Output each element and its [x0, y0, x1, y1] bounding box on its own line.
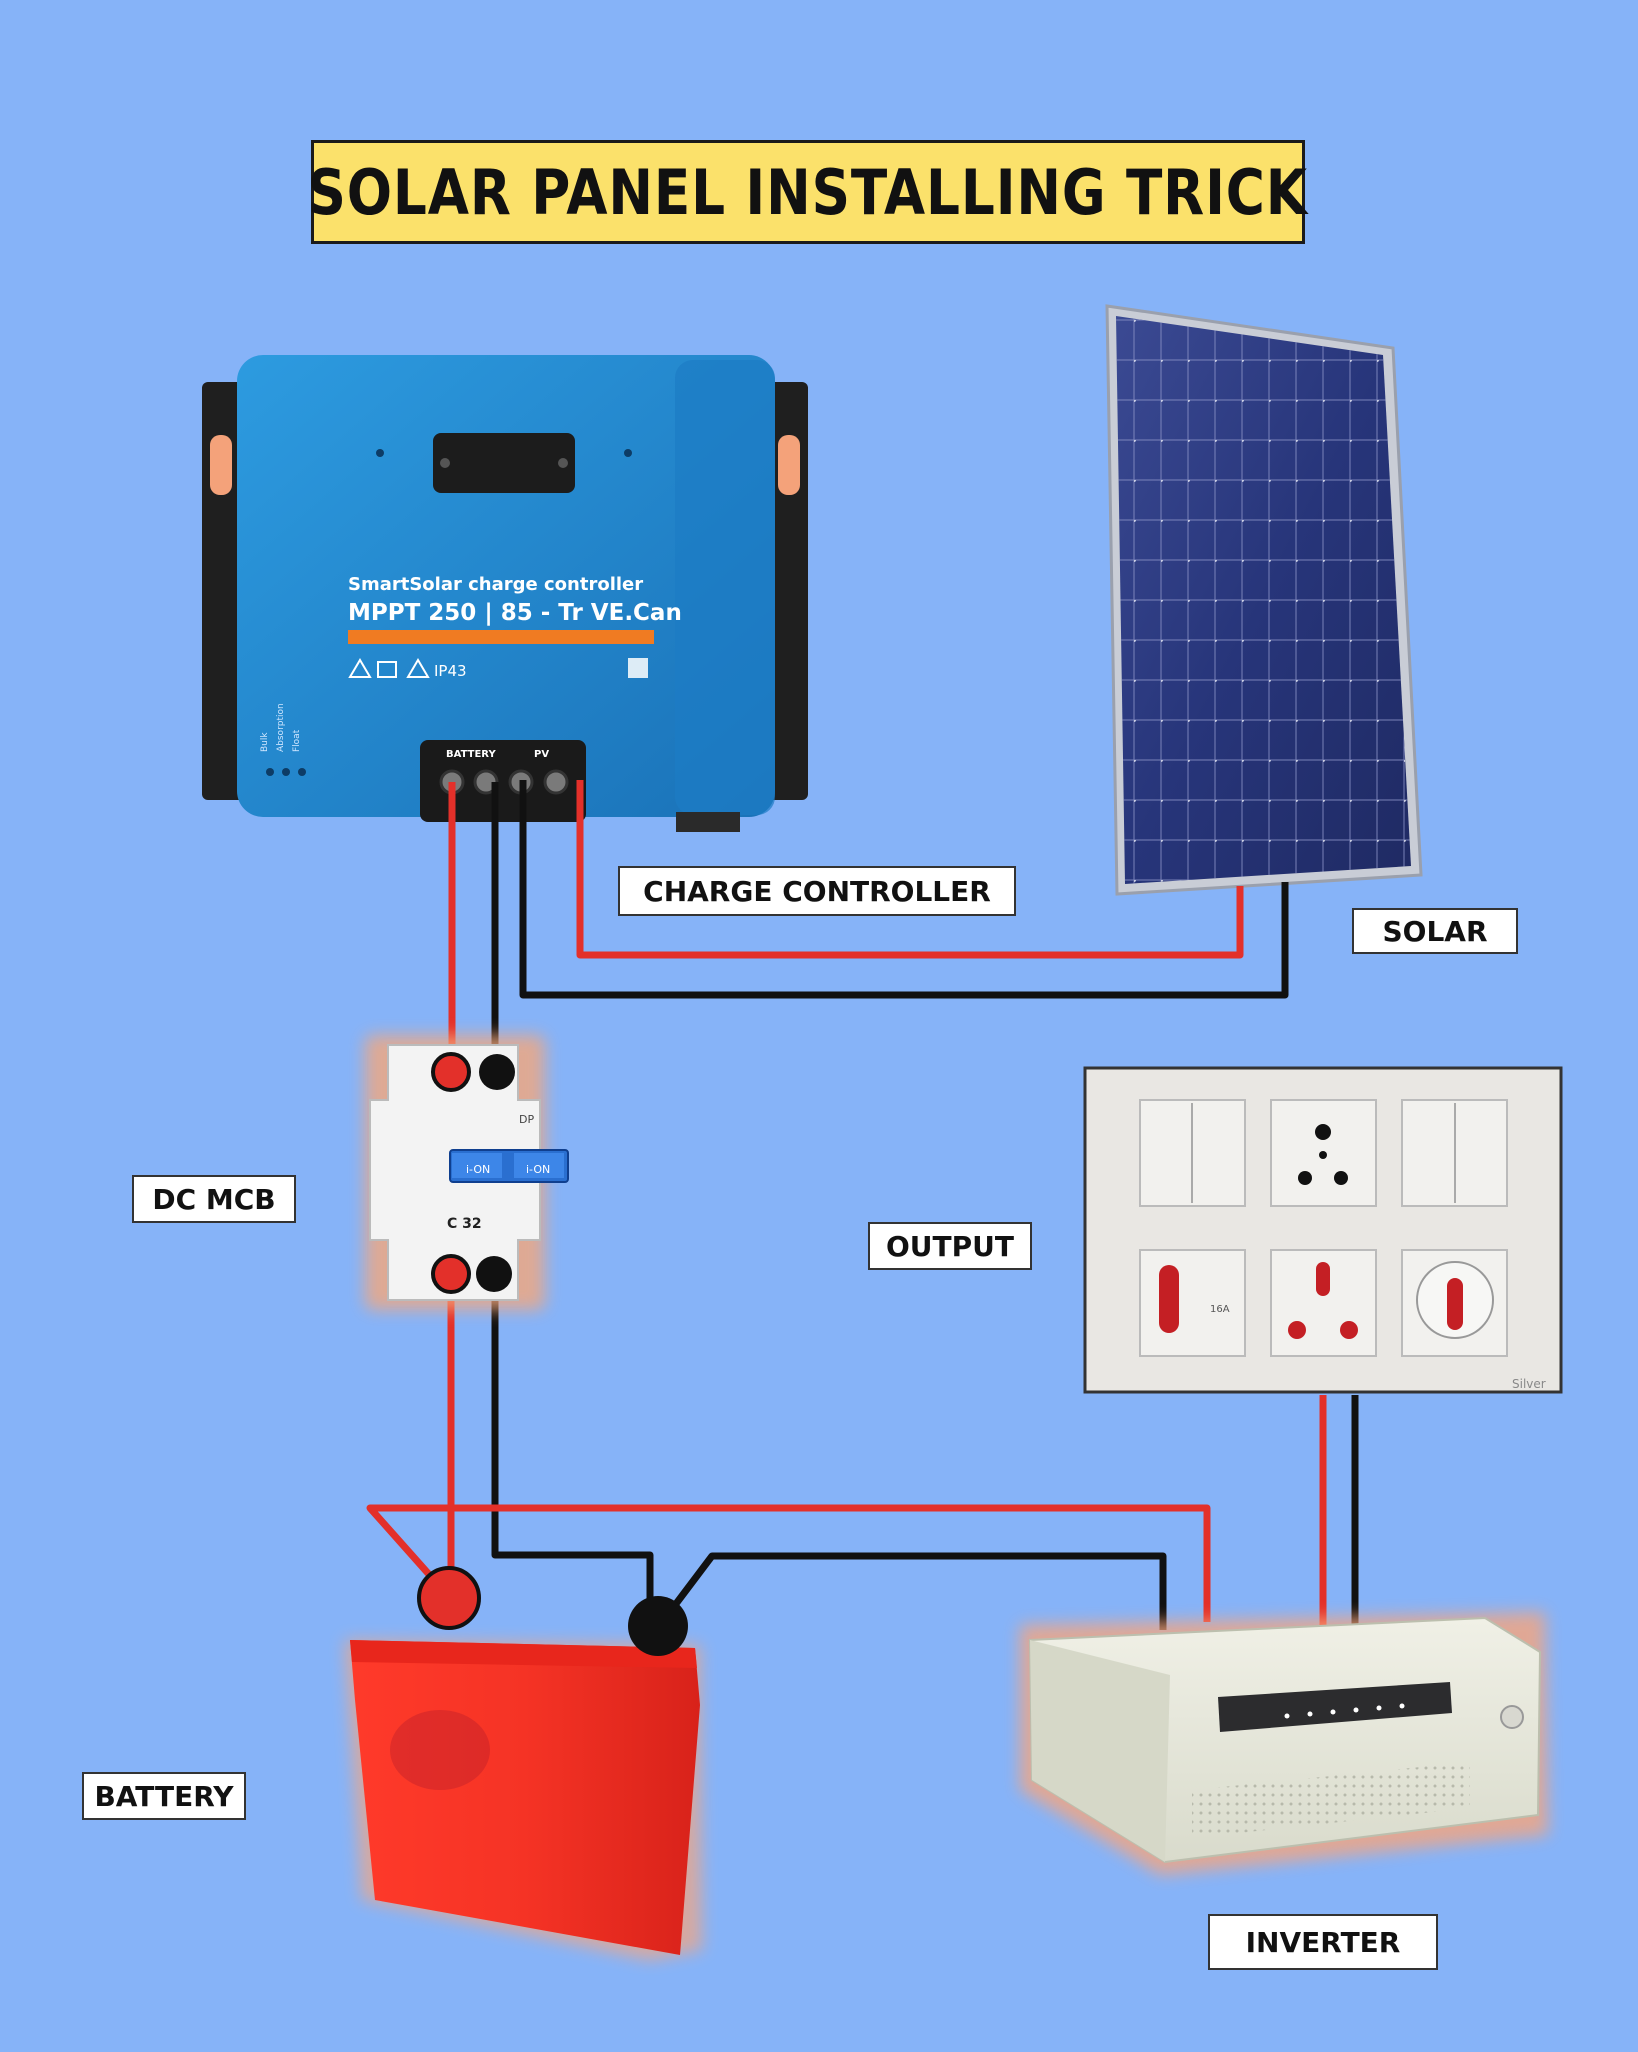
mcb-model: C 32 — [447, 1216, 482, 1232]
inverter-device — [1020, 1612, 1548, 1875]
title-banner: SOLAR PANEL INSTALLING TRICK — [308, 140, 1307, 244]
battery-label: BATTERY — [82, 1772, 246, 1820]
solar-label: SOLAR — [1352, 908, 1518, 954]
wire-pv-negative — [519, 780, 1289, 999]
wire-battery-inverter-positive — [366, 1504, 1211, 1622]
wiring — [366, 780, 1359, 1630]
inverter-label: INVERTER — [1208, 1914, 1438, 1970]
battery-device — [345, 1566, 702, 1960]
wire-mcb-battery-negative — [491, 1275, 654, 1620]
terminal-battery-label: BATTERY — [446, 749, 496, 760]
controller-brand-line: SmartSolar charge controller — [348, 574, 643, 595]
mcb-pole: DP — [519, 1113, 534, 1126]
controller-status-leds: Bulk Absorption Float — [260, 703, 306, 776]
terminal-pv-label: PV — [534, 749, 549, 760]
switchboard-brand: Silver — [1512, 1377, 1546, 1391]
controller-terminal-block: BATTERY PV — [420, 740, 586, 822]
mcb-brand-left: i-ON — [466, 1163, 490, 1176]
mcb-brand-right: i-ON — [526, 1163, 550, 1176]
controller-certification-icons — [348, 658, 430, 678]
socket-rating: 16A — [1210, 1304, 1230, 1315]
controller-ip-rating: IP43 — [434, 662, 467, 680]
output-switchboard-device: 16A Silver — [1083, 1066, 1563, 1394]
output-label: OUTPUT — [868, 1222, 1032, 1270]
solar-panel-device — [1105, 304, 1423, 896]
page-title: SOLAR PANEL INSTALLING TRICK — [307, 155, 1309, 229]
led-label-float: Float — [292, 729, 302, 752]
controller-orange-stripe — [348, 630, 654, 644]
led-label-absorption: Absorption — [276, 703, 286, 752]
charge-controller-label: CHARGE CONTROLLER — [618, 866, 1016, 916]
wire-pv-positive — [576, 780, 1244, 959]
dc-mcb-label: DC MCB — [132, 1175, 296, 1223]
wire-battery-inverter-negative — [657, 1552, 1167, 1630]
dc-mcb-device: i-ON i-ON C 32 DP — [365, 1035, 569, 1310]
qr-code-icon — [628, 658, 648, 678]
charge-controller-device: SmartSolar charge controller MPPT 250 | … — [202, 355, 808, 832]
led-label-bulk: Bulk — [260, 732, 270, 752]
controller-model: MPPT 250 | 85 - Tr VE.Can — [348, 600, 682, 626]
